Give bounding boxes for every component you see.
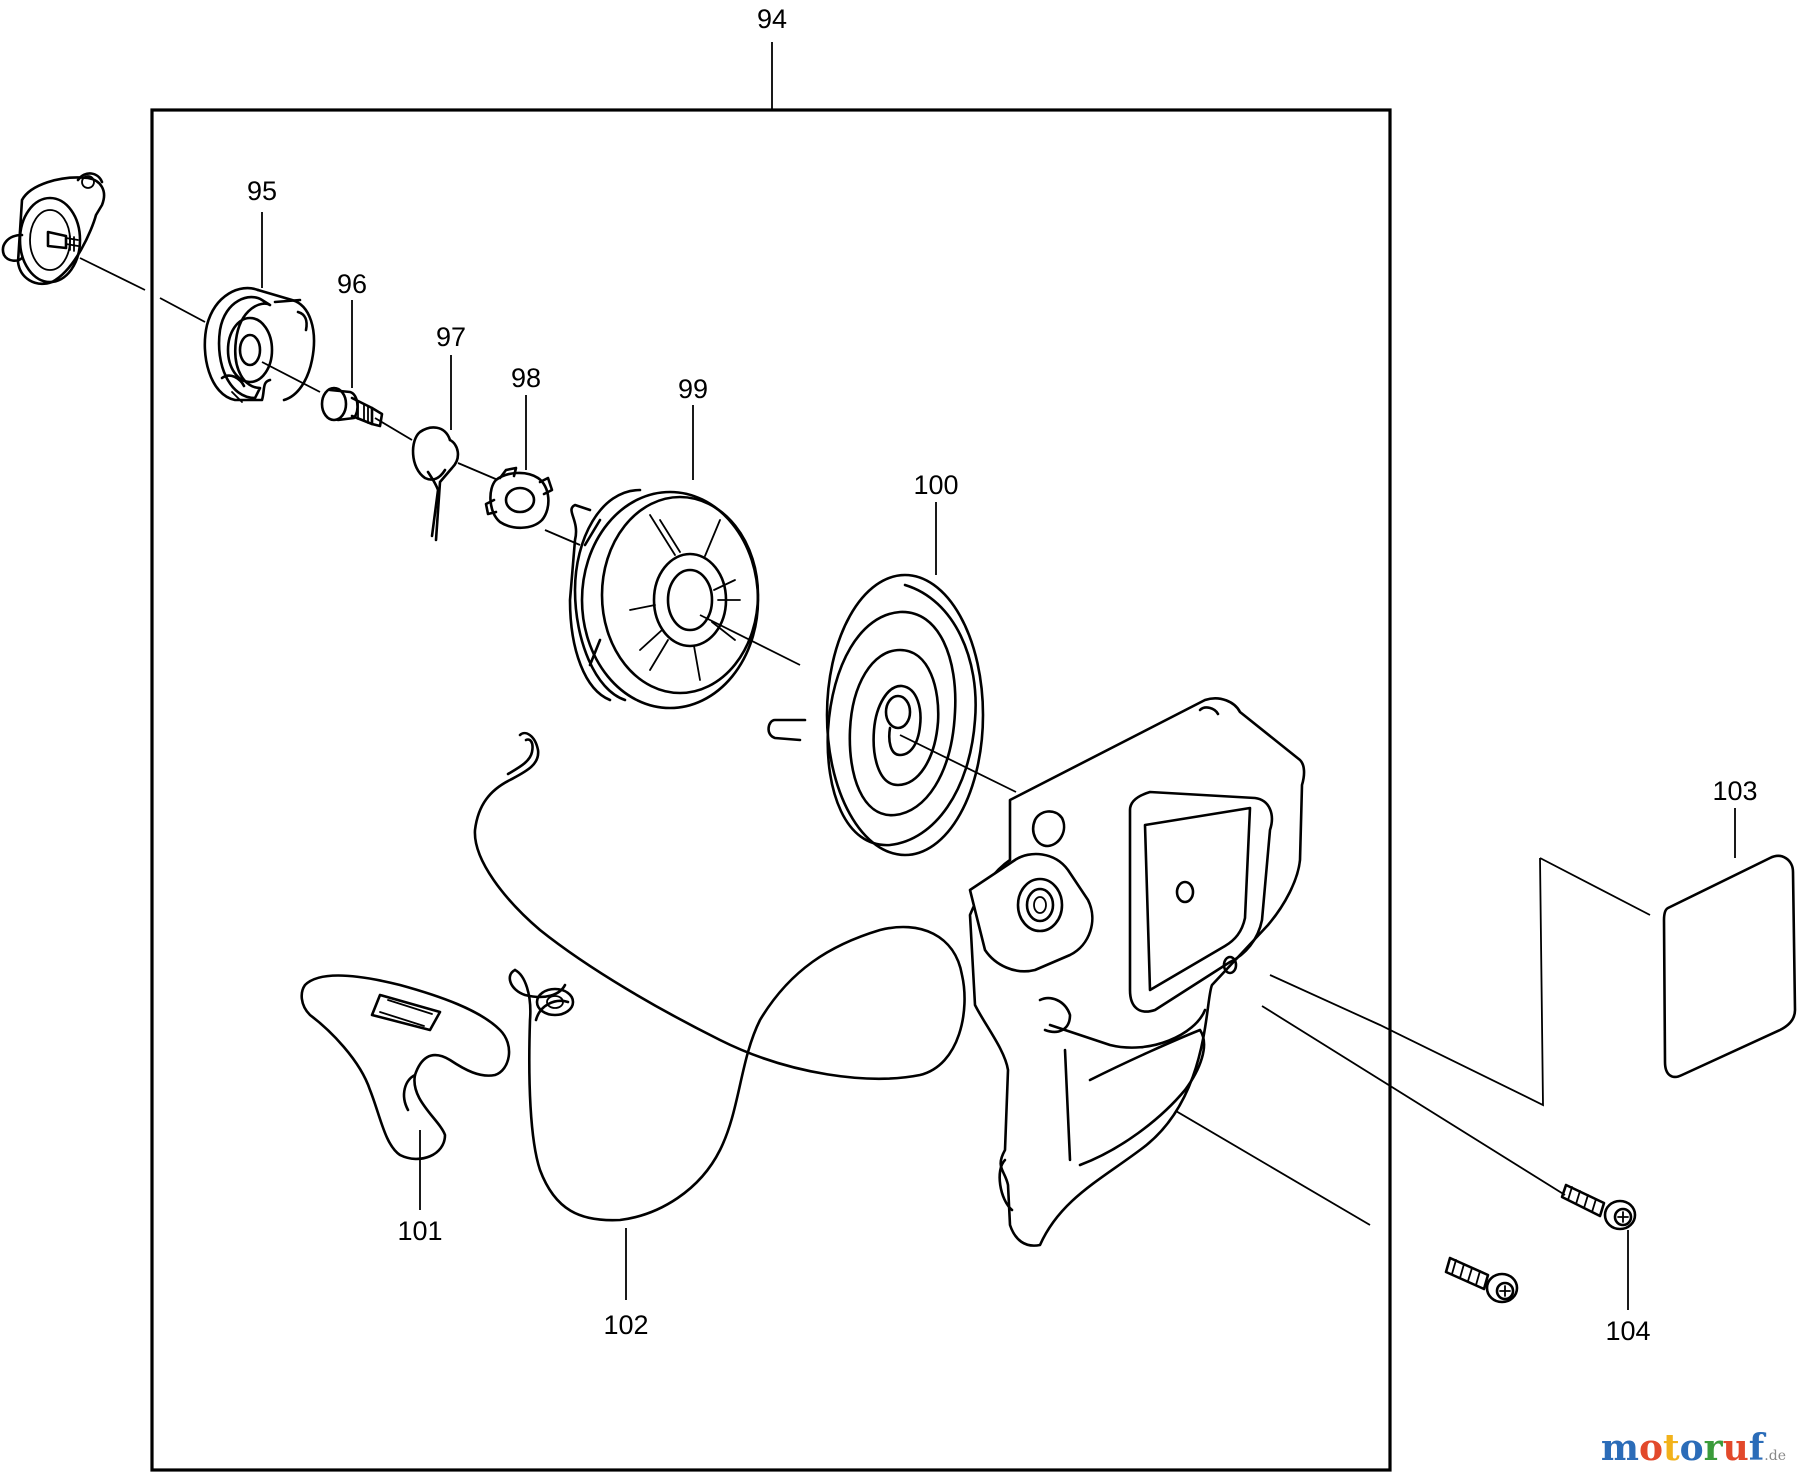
callout-100: 100 <box>913 470 958 500</box>
callout-104: 104 <box>1605 1316 1650 1346</box>
callout-96: 96 <box>337 269 367 299</box>
watermark-letter: u <box>1722 1427 1749 1469</box>
starter-cover-housing <box>968 697 1306 1247</box>
watermark-letter: o <box>1679 1427 1704 1469</box>
ratchet-part-98 <box>484 466 554 530</box>
bolt-part-96 <box>320 386 384 428</box>
engine-mount-part <box>1 172 106 285</box>
watermark-letter: m <box>1600 1427 1639 1469</box>
recoil-spring-part-100 <box>767 573 985 857</box>
watermark-letter: f <box>1748 1427 1765 1469</box>
watermark-letter: t <box>1662 1427 1680 1469</box>
callout-97: 97 <box>436 322 466 352</box>
starter-rope-part-102 <box>473 731 966 1222</box>
motoruf-logo-watermark: motoruf.de <box>1601 1430 1786 1466</box>
watermark-letter: o <box>1638 1427 1663 1469</box>
assembly-axis-lines <box>79 257 1651 1226</box>
callout-103: 103 <box>1712 776 1757 806</box>
callout-98: 98 <box>511 363 541 393</box>
callout-94: 94 <box>757 4 787 34</box>
starter-handle-part-101 <box>300 974 511 1161</box>
callout-99: 99 <box>678 374 708 404</box>
label-plate-part-103 <box>1662 854 1797 1079</box>
callout-leaders <box>261 42 1736 1310</box>
watermark-suffix: .de <box>1764 1448 1786 1464</box>
spring-clip-part-97 <box>411 426 460 542</box>
callout-95: 95 <box>247 176 277 206</box>
assembly-frame <box>150 108 1392 1472</box>
watermark-letter: r <box>1703 1427 1723 1469</box>
rope-reel-part-99 <box>568 488 760 710</box>
callout-101: 101 <box>397 1216 442 1246</box>
starter-claw-part-95 <box>203 286 316 403</box>
screw-part-104 <box>1444 1183 1637 1304</box>
callout-102: 102 <box>603 1310 648 1340</box>
